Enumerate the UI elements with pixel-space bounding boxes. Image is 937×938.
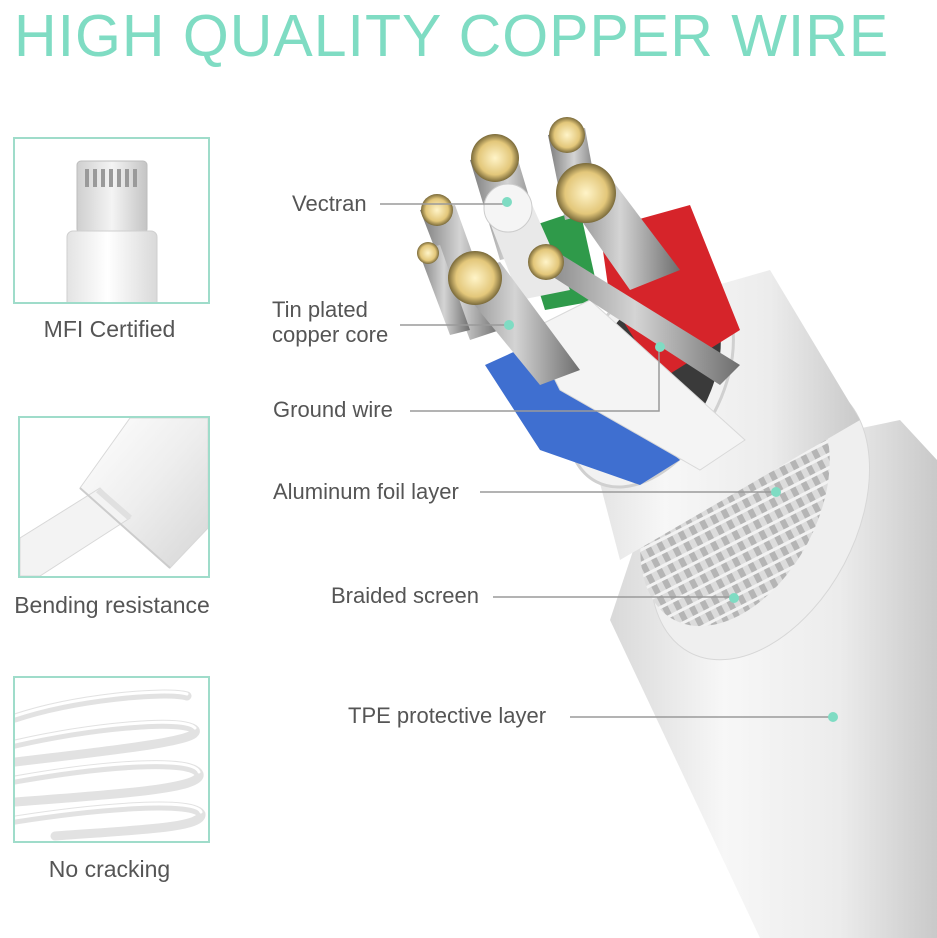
callout-dot <box>828 712 838 722</box>
feature-box-mfi <box>13 137 210 304</box>
feature-box-coil <box>13 676 210 843</box>
callout-aluminum-foil: Aluminum foil layer <box>273 479 459 504</box>
page-title: HIGH QUALITY COPPER WIRE <box>14 3 890 69</box>
callout-tin-plated-line1: Tin plated <box>272 297 368 322</box>
callout-dot <box>502 197 512 207</box>
copper-strand-bundles <box>417 117 740 385</box>
callout-tin-plated-line2: copper core <box>272 322 389 347</box>
callout-tpe-layer: TPE protective layer <box>348 703 547 728</box>
feature-label-mfi: MFI Certified <box>43 316 176 342</box>
coiled-cable-icon <box>15 689 206 841</box>
callout-dots <box>502 197 838 722</box>
feature-label-bending: Bending resistance <box>14 592 210 618</box>
ground-wire-sleeve <box>529 299 746 471</box>
lightning-connector-icon <box>66 160 158 302</box>
callout-leader-lines <box>380 203 833 718</box>
callout-ground-wire: Ground wire <box>273 397 393 422</box>
feature-box-bending <box>18 416 210 578</box>
callout-dot <box>504 320 514 330</box>
callout-dot <box>771 487 781 497</box>
callout-braided-screen: Braided screen <box>331 583 479 608</box>
callout-dot <box>655 342 665 352</box>
feature-label-coil: No cracking <box>48 856 171 882</box>
cable-bend-icon <box>20 418 208 576</box>
callout-dot <box>729 593 739 603</box>
callout-vectran: Vectran <box>292 191 367 216</box>
